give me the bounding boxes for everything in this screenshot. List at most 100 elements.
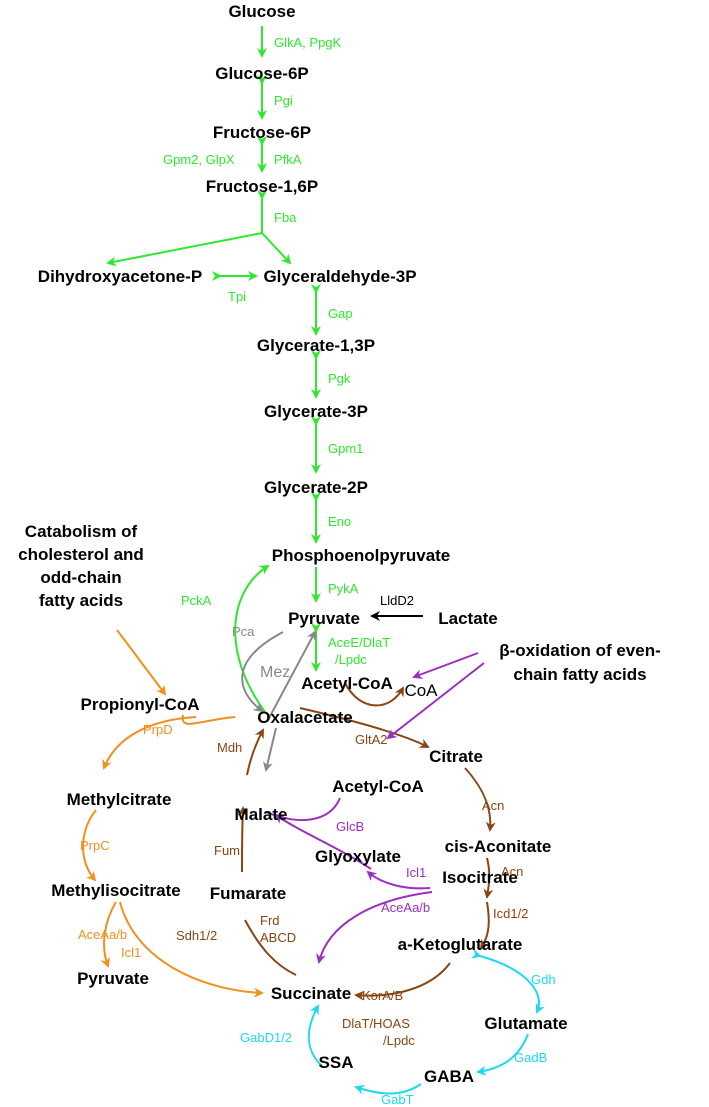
- enzyme-gadb: GadB: [514, 1050, 547, 1065]
- metabolite-glucose-6p: Glucose-6P: [215, 64, 309, 83]
- enzyme-gabt: GabT: [381, 1092, 414, 1107]
- arrow-acetylcoa-coa: [344, 682, 404, 707]
- metabolite-akg: a-Ketoglutarate: [398, 935, 523, 954]
- enzyme-mdh: Mdh: [217, 740, 242, 755]
- metabolite-lactate: Lactate: [438, 609, 498, 628]
- enzyme-icl1-a: Icl1: [406, 865, 426, 880]
- arrow-isocitrate-akg: [479, 901, 490, 950]
- arrow-cisaconitate-isocitrate: [483, 857, 494, 899]
- enzyme-pgk: Pgk: [328, 371, 351, 386]
- metabolite-fructose-6p: Fructose-6P: [213, 123, 311, 142]
- arrow-prpd: [102, 716, 197, 770]
- arrow-akg-succinate: [354, 962, 451, 1001]
- arrow-cholesterol-propionylcoa: [116, 629, 167, 696]
- metabolite-propionyl-coa: Propionyl-CoA: [81, 695, 200, 714]
- enzyme-mez: Mez: [260, 664, 290, 681]
- metabolite-methylisocitrate: Methylisocitrate: [51, 881, 180, 900]
- enzyme-frd-2: ABCD: [260, 930, 296, 945]
- enzyme-fba: Fba: [274, 210, 297, 225]
- enzyme-aceaa-1: AceAa/b: [381, 900, 430, 915]
- arrow-split-dhap: [106, 232, 263, 267]
- enzyme-pfka: PfkA: [274, 152, 302, 167]
- metabolite-gaba: GABA: [424, 1067, 474, 1086]
- metabolite-methylcitrate: Methylcitrate: [67, 790, 172, 809]
- metabolite-fumarate: Fumarate: [210, 884, 287, 903]
- enzyme-prpc: PrpC: [80, 838, 110, 853]
- arrow-aceaa-succinate: [316, 891, 433, 964]
- enzyme-eno: Eno: [328, 514, 351, 529]
- enzyme-fum: Fum: [214, 843, 240, 858]
- arrow-glta2: [299, 707, 430, 748]
- arrow-malate-oxalacetate: [246, 728, 264, 776]
- enzyme-icd: Icd1/2: [493, 906, 528, 921]
- metabolite-glycerate-2p: Glycerate-2P: [264, 478, 368, 497]
- enzyme-sdh: Sdh1/2: [176, 928, 217, 943]
- enzyme-dlat-2: /Lpdc: [383, 1033, 415, 1048]
- enzyme-prpd: PrpD: [143, 722, 173, 737]
- arrow-methylisocitrate-pyruvate: [100, 901, 117, 968]
- source-betaox-line-1: β-oxidation of even-: [499, 641, 661, 660]
- enzyme-pca: Pca: [232, 624, 255, 639]
- arrow-betaox-acetylcoa: [386, 662, 485, 740]
- enzyme-gpm2: Gpm2, GlpX: [163, 152, 235, 167]
- enzyme-pyka: PykA: [328, 581, 359, 596]
- arrow-pca: [241, 631, 284, 713]
- enzyme-acn-2-label: Acn: [501, 864, 523, 879]
- metabolite-acetyl-coa: Acetyl-CoA: [301, 674, 393, 693]
- arrow-fumarate-malate: [237, 806, 248, 873]
- metabolite-pyruvate-2: Pyruvate: [77, 969, 149, 988]
- enzyme-acee-1: AceE/DlaT: [328, 635, 390, 650]
- metabolite-fructose-16p: Fructose-1,6P: [206, 177, 318, 196]
- enzyme-lldd2: LldD2: [380, 593, 414, 608]
- metabolite-cis-aconitate: cis-Aconitate: [445, 837, 552, 856]
- enzyme-icl1-b: Icl1: [121, 945, 141, 960]
- arrow-prpc: [82, 809, 97, 882]
- metabolite-citrate: Citrate: [429, 747, 483, 766]
- source-cholesterol-line-1: Catabolism of: [25, 522, 138, 541]
- metabolite-glucose: Glucose: [228, 2, 295, 21]
- arrow-akg-glutamate: [470, 949, 545, 1014]
- metabolite-g3p: Glyceraldehyde-3P: [263, 267, 416, 286]
- metabolite-glutamate: Glutamate: [484, 1014, 567, 1033]
- metabolite-oxalacetate: Oxalacetate: [257, 708, 352, 727]
- arrow-glcb: [265, 797, 372, 870]
- enzyme-aceaa-2: AceAa/b: [78, 927, 127, 942]
- metabolite-pep: Phosphoenolpyruvate: [272, 546, 451, 565]
- enzyme-gpm1: Gpm1: [328, 441, 363, 456]
- metabolite-glycerate-13p: Glycerate-1,3P: [257, 336, 375, 355]
- enzyme-acn-1: Acn: [482, 798, 504, 813]
- metabolite-malate: Malate: [235, 805, 288, 824]
- enzyme-dlat-1: DlaT/HOAS: [342, 1016, 410, 1031]
- enzyme-pgi: Pgi: [274, 93, 293, 108]
- metabolite-glyoxylate: Glyoxylate: [315, 847, 401, 866]
- arrow-citrate-cisaconitate: [464, 767, 496, 832]
- source-cholesterol-line-3: odd-chain: [40, 568, 121, 587]
- metabolite-dhap: Dihydroxyacetone-P: [38, 267, 202, 286]
- metabolite-acetyl-coa-2: Acetyl-CoA: [332, 777, 424, 796]
- arrow-pcka: [234, 564, 270, 713]
- arrow-gadb: [476, 1033, 529, 1076]
- enzyme-pcka: PckA: [181, 593, 212, 608]
- enzyme-glka: GlkA, PpgK: [274, 35, 342, 50]
- enzyme-glcb: GlcB: [336, 819, 364, 834]
- arrow-methylisocitrate-succinate: [119, 901, 264, 998]
- arrow-mez-up: [267, 630, 316, 721]
- source-cholesterol-line-4: fatty acids: [39, 591, 123, 610]
- enzyme-gabd: GabD1/2: [240, 1030, 292, 1045]
- source-betaox-line-2: chain fatty acids: [513, 665, 646, 684]
- arrow-gabd: [307, 1004, 323, 1067]
- enzyme-gdh: Gdh: [531, 972, 556, 987]
- arrow-gabt: [354, 1083, 422, 1095]
- metabolite-coa: CoA: [404, 681, 438, 700]
- enzyme-frd-1: Frd: [260, 913, 280, 928]
- enzyme-gap: Gap: [328, 306, 353, 321]
- enzyme-acee-2: /Lpdc: [335, 652, 367, 667]
- metabolite-ssa: SSA: [319, 1053, 354, 1072]
- arrow-betaox-coa: [412, 652, 479, 679]
- arrow-succinate-fumarate: [244, 919, 297, 976]
- source-cholesterol-line-2: cholesterol and: [18, 545, 144, 564]
- enzyme-glta2: GltA2: [355, 732, 388, 747]
- metabolite-glycerate-3p: Glycerate-3P: [264, 402, 368, 421]
